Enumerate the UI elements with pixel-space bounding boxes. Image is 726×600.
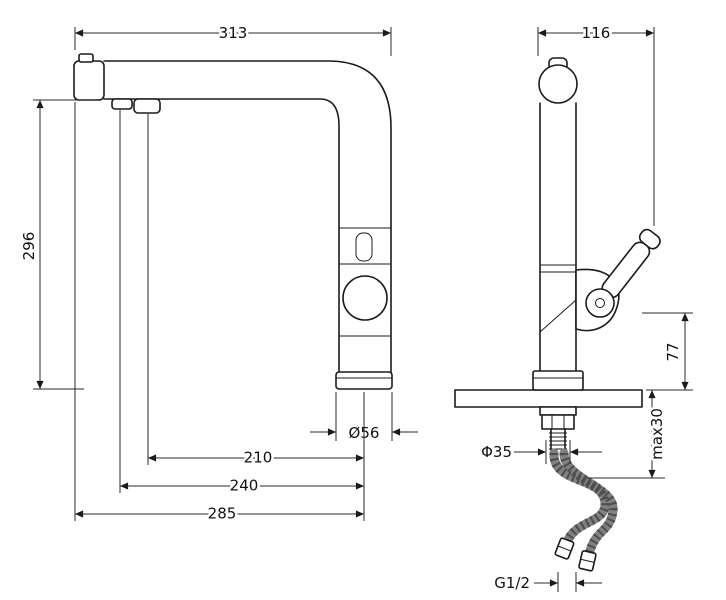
- dim-label-handle-to-deck: 77: [664, 342, 682, 361]
- dimension-max-deck-thickness: max30: [586, 390, 669, 479]
- mounting-deck: [454, 389, 643, 408]
- handle-pivot-center: [595, 298, 605, 308]
- side-view: 313 296 Ø56 210 240 2: [18, 22, 418, 525]
- under-deck-hardware: [539, 406, 577, 453]
- dimension-front-width: 116: [537, 22, 655, 226]
- dimension-overall-height: 296: [18, 99, 96, 390]
- front-view-faucet-outline: [532, 57, 661, 391]
- spout-head: [73, 60, 105, 101]
- dim-label-reach-mid: 240: [230, 477, 259, 495]
- dimension-mount-hole: Φ35: [479, 440, 602, 464]
- dimension-hose-thread: G1/2: [492, 572, 602, 595]
- hose-right: [559, 448, 618, 559]
- hose-left: [549, 448, 610, 547]
- spout-inner-edge: [103, 98, 340, 373]
- dim-label-reach-short: 210: [244, 449, 273, 467]
- riser-clip-slot: [355, 232, 373, 262]
- hose-fitting-right: [578, 550, 597, 572]
- top-ball: [538, 64, 578, 104]
- side-view-faucet-outline: [73, 53, 393, 390]
- front-view: 116 77 Φ35 max30 G1/2: [454, 22, 693, 595]
- base-flange-front: [532, 370, 584, 391]
- handle-pivot: [585, 288, 615, 318]
- dimension-base-diameter: Ø56: [310, 392, 418, 445]
- supply-hoses: [549, 448, 618, 572]
- dim-label-reach-long: 285: [208, 505, 237, 523]
- aerator-outlet-large: [133, 98, 161, 114]
- dim-label-mount-hole: Φ35: [481, 443, 512, 461]
- fitting-seam: [557, 545, 572, 552]
- mounting-nut: [541, 414, 575, 430]
- fitting-seam: [580, 558, 595, 563]
- dimension-overall-width: 313: [74, 22, 392, 56]
- riser-ring-detail: [342, 275, 388, 321]
- dimension-spout-reaches: 210 240 285: [74, 102, 365, 525]
- dim-label-overall-height: 296: [20, 232, 38, 261]
- mounting-washer: [539, 406, 577, 416]
- spout-head-button: [78, 53, 94, 63]
- spout-outer-edge: [103, 60, 392, 373]
- hose-fitting-left: [554, 537, 575, 560]
- dim-label-hose-thread: G1/2: [494, 574, 530, 592]
- dimension-handle-to-deck: 77: [642, 312, 693, 391]
- dim-label-overall-width: 313: [219, 24, 248, 42]
- dim-label-front-width: 116: [582, 24, 611, 42]
- body-seam-diagonal: [539, 299, 577, 333]
- dim-label-max-deck: max30: [648, 408, 666, 460]
- handle-lever: [601, 228, 661, 299]
- aerator-outlet-small: [111, 98, 133, 110]
- base-flange-side: [335, 371, 393, 390]
- lever-end-cap: [638, 228, 661, 250]
